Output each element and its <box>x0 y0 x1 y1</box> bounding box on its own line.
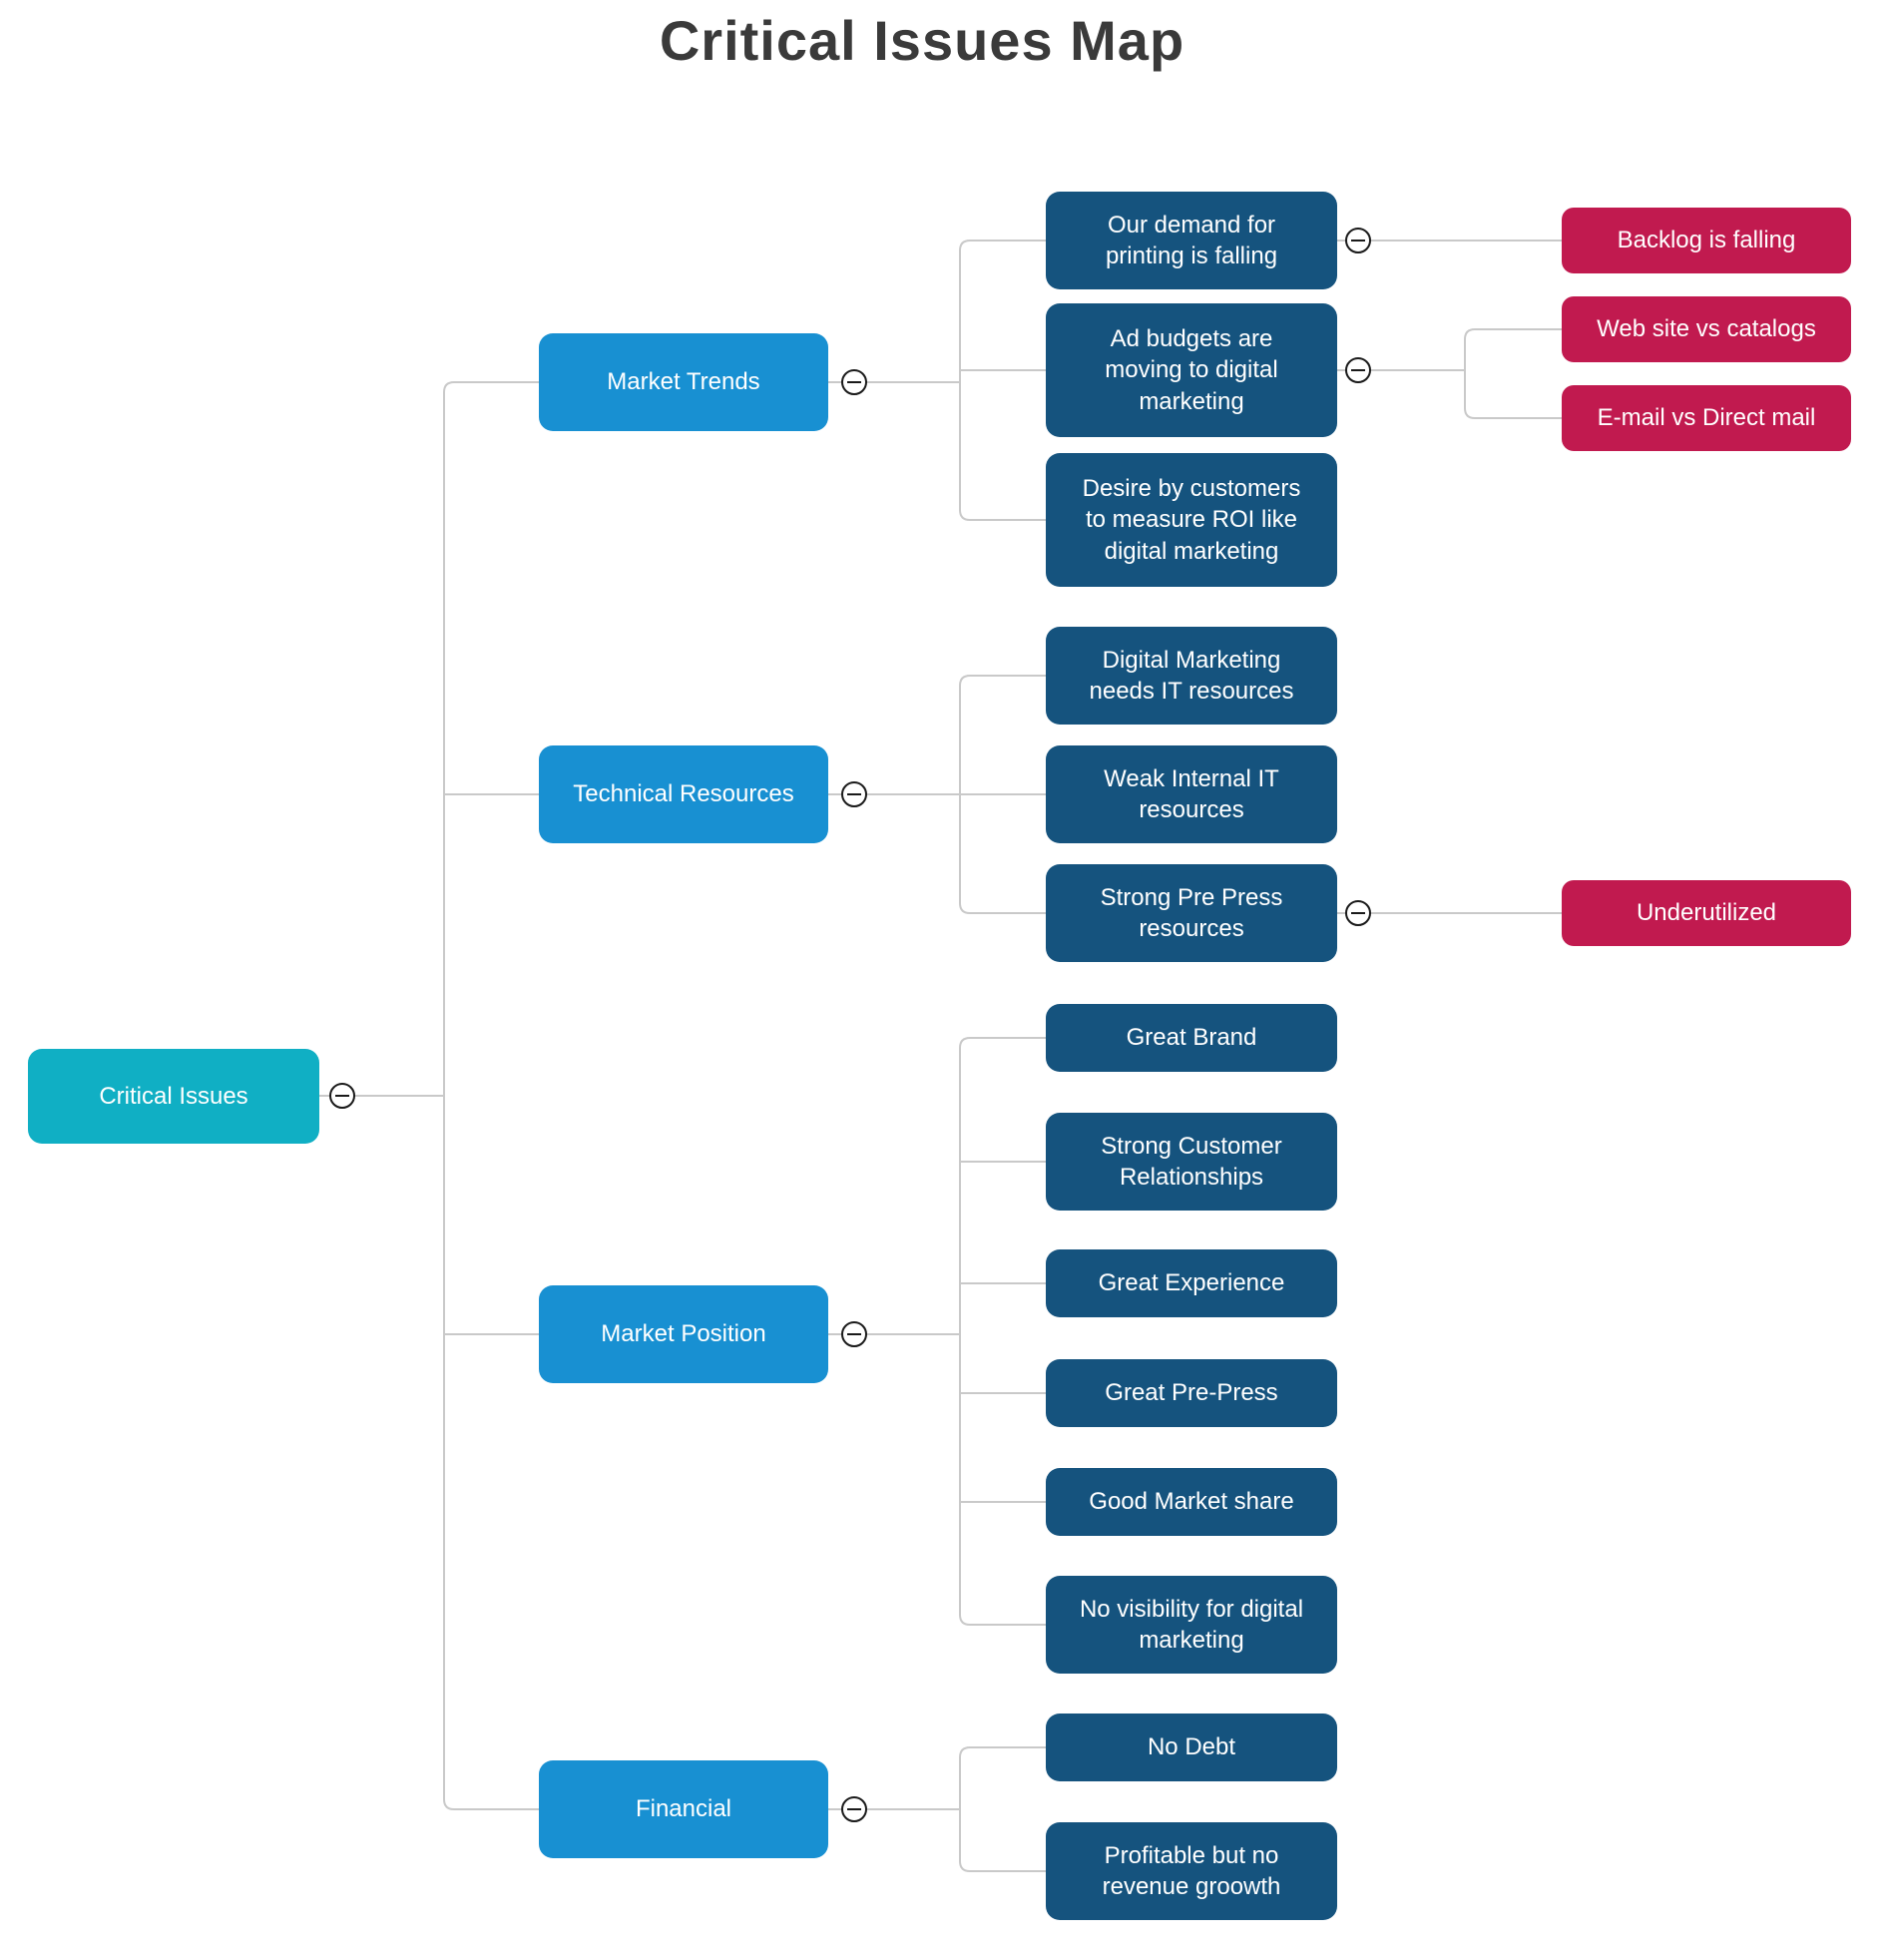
connector-financial-child-2 <box>959 1809 1046 1872</box>
collapse-toggle-our-demand minus-circle-icon[interactable] <box>1345 228 1371 253</box>
node-weak-internal-it[interactable]: Weak Internal IT resources <box>1046 745 1337 843</box>
collapse-toggle-market-position minus-circle-icon[interactable] <box>841 1321 867 1347</box>
connector-market-trends-child-3 <box>959 382 1046 521</box>
node-label: Great Brand <box>1126 1024 1257 1052</box>
node-label: Backlog is falling <box>1617 227 1796 254</box>
node-good-market-share[interactable]: Good Market share <box>1046 1468 1337 1536</box>
node-great-experience[interactable]: Great Experience <box>1046 1249 1337 1317</box>
node-label: Strong Customer Relationships <box>1101 1132 1282 1191</box>
node-label: Great Experience <box>1098 1269 1285 1297</box>
node-no-visibility-digital[interactable]: No visibility for digital marketing <box>1046 1576 1337 1674</box>
node-label: E-mail vs Direct mail <box>1597 404 1816 432</box>
node-label: Good Market share <box>1089 1488 1294 1516</box>
collapse-toggle-ad-budgets minus-circle-icon[interactable] <box>1345 357 1371 383</box>
node-label: Weak Internal IT resources <box>1104 764 1279 823</box>
collapse-toggle-financial minus-circle-icon[interactable] <box>841 1796 867 1822</box>
node-technical-resources[interactable]: Technical Resources <box>539 745 828 843</box>
node-label: Desire by customers to measure ROI like … <box>1082 475 1301 565</box>
node-critical-issues[interactable]: Critical Issues <box>28 1049 319 1144</box>
connector-ad-budgets-web-site <box>1464 328 1562 370</box>
collapse-toggle-strong-pre-press minus-circle-icon[interactable] <box>1345 900 1371 926</box>
node-web-site-vs-catalogs[interactable]: Web site vs catalogs <box>1562 296 1851 362</box>
node-financial[interactable]: Financial <box>539 1760 828 1858</box>
node-desire-measure-roi[interactable]: Desire by customers to measure ROI like … <box>1046 453 1337 587</box>
node-label: Web site vs catalogs <box>1597 315 1816 343</box>
node-underutilized[interactable]: Underutilized <box>1562 880 1851 946</box>
node-label: Profitable but no revenue groowth <box>1102 1841 1281 1900</box>
node-our-demand-falling[interactable]: Our demand for printing is falling <box>1046 192 1337 289</box>
node-label: Ad budgets are moving to digital marketi… <box>1105 325 1278 415</box>
connector-financial-child-1 <box>959 1746 1046 1809</box>
node-market-position[interactable]: Market Position <box>539 1285 828 1383</box>
node-label: Critical Issues <box>99 1082 248 1110</box>
node-label: Digital Marketing needs IT resources <box>1089 646 1294 705</box>
node-label: Great Pre-Press <box>1105 1379 1278 1407</box>
node-label: Underutilized <box>1636 899 1777 927</box>
page-title: Critical Issues Map <box>659 9 1185 72</box>
node-strong-customer-relationships[interactable]: Strong Customer Relationships <box>1046 1113 1337 1211</box>
node-label: No Debt <box>1147 1733 1236 1761</box>
collapse-toggle-market-trends minus-circle-icon[interactable] <box>841 369 867 395</box>
connector-technical-child-1 <box>959 675 1046 794</box>
node-label: Technical Resources <box>573 780 794 808</box>
connector-trunk-financial <box>443 1096 539 1810</box>
collapse-toggle-critical-issues minus-circle-icon[interactable] <box>329 1083 355 1109</box>
node-no-debt[interactable]: No Debt <box>1046 1714 1337 1781</box>
node-label: Strong Pre Press resources <box>1100 883 1283 942</box>
node-label: Financial <box>635 1795 732 1823</box>
node-label: No visibility for digital marketing <box>1079 1595 1304 1654</box>
node-great-brand[interactable]: Great Brand <box>1046 1004 1337 1072</box>
node-strong-pre-press[interactable]: Strong Pre Press resources <box>1046 864 1337 962</box>
connector-market-trends-child-1 <box>959 240 1046 382</box>
node-market-trends[interactable]: Market Trends <box>539 333 828 431</box>
node-digital-marketing-it[interactable]: Digital Marketing needs IT resources <box>1046 627 1337 725</box>
node-great-pre-press[interactable]: Great Pre-Press <box>1046 1359 1337 1427</box>
node-email-vs-direct-mail[interactable]: E-mail vs Direct mail <box>1562 385 1851 451</box>
connector-ad-budgets-email <box>1464 370 1562 419</box>
connector-market-position-child-1 <box>959 1037 1046 1334</box>
connector-technical-child-3 <box>959 794 1046 914</box>
node-profitable-no-growth[interactable]: Profitable but no revenue groowth <box>1046 1822 1337 1920</box>
connector-trunk-market-trends <box>443 381 539 1096</box>
connector-market-position-child-6 <box>959 1334 1046 1626</box>
node-label: Market Position <box>601 1320 766 1348</box>
node-label: Our demand for printing is falling <box>1105 211 1278 269</box>
collapse-toggle-technical-resources minus-circle-icon[interactable] <box>841 781 867 807</box>
node-backlog-falling[interactable]: Backlog is falling <box>1562 208 1851 273</box>
node-ad-budgets-digital[interactable]: Ad budgets are moving to digital marketi… <box>1046 303 1337 437</box>
node-label: Market Trends <box>607 368 760 396</box>
